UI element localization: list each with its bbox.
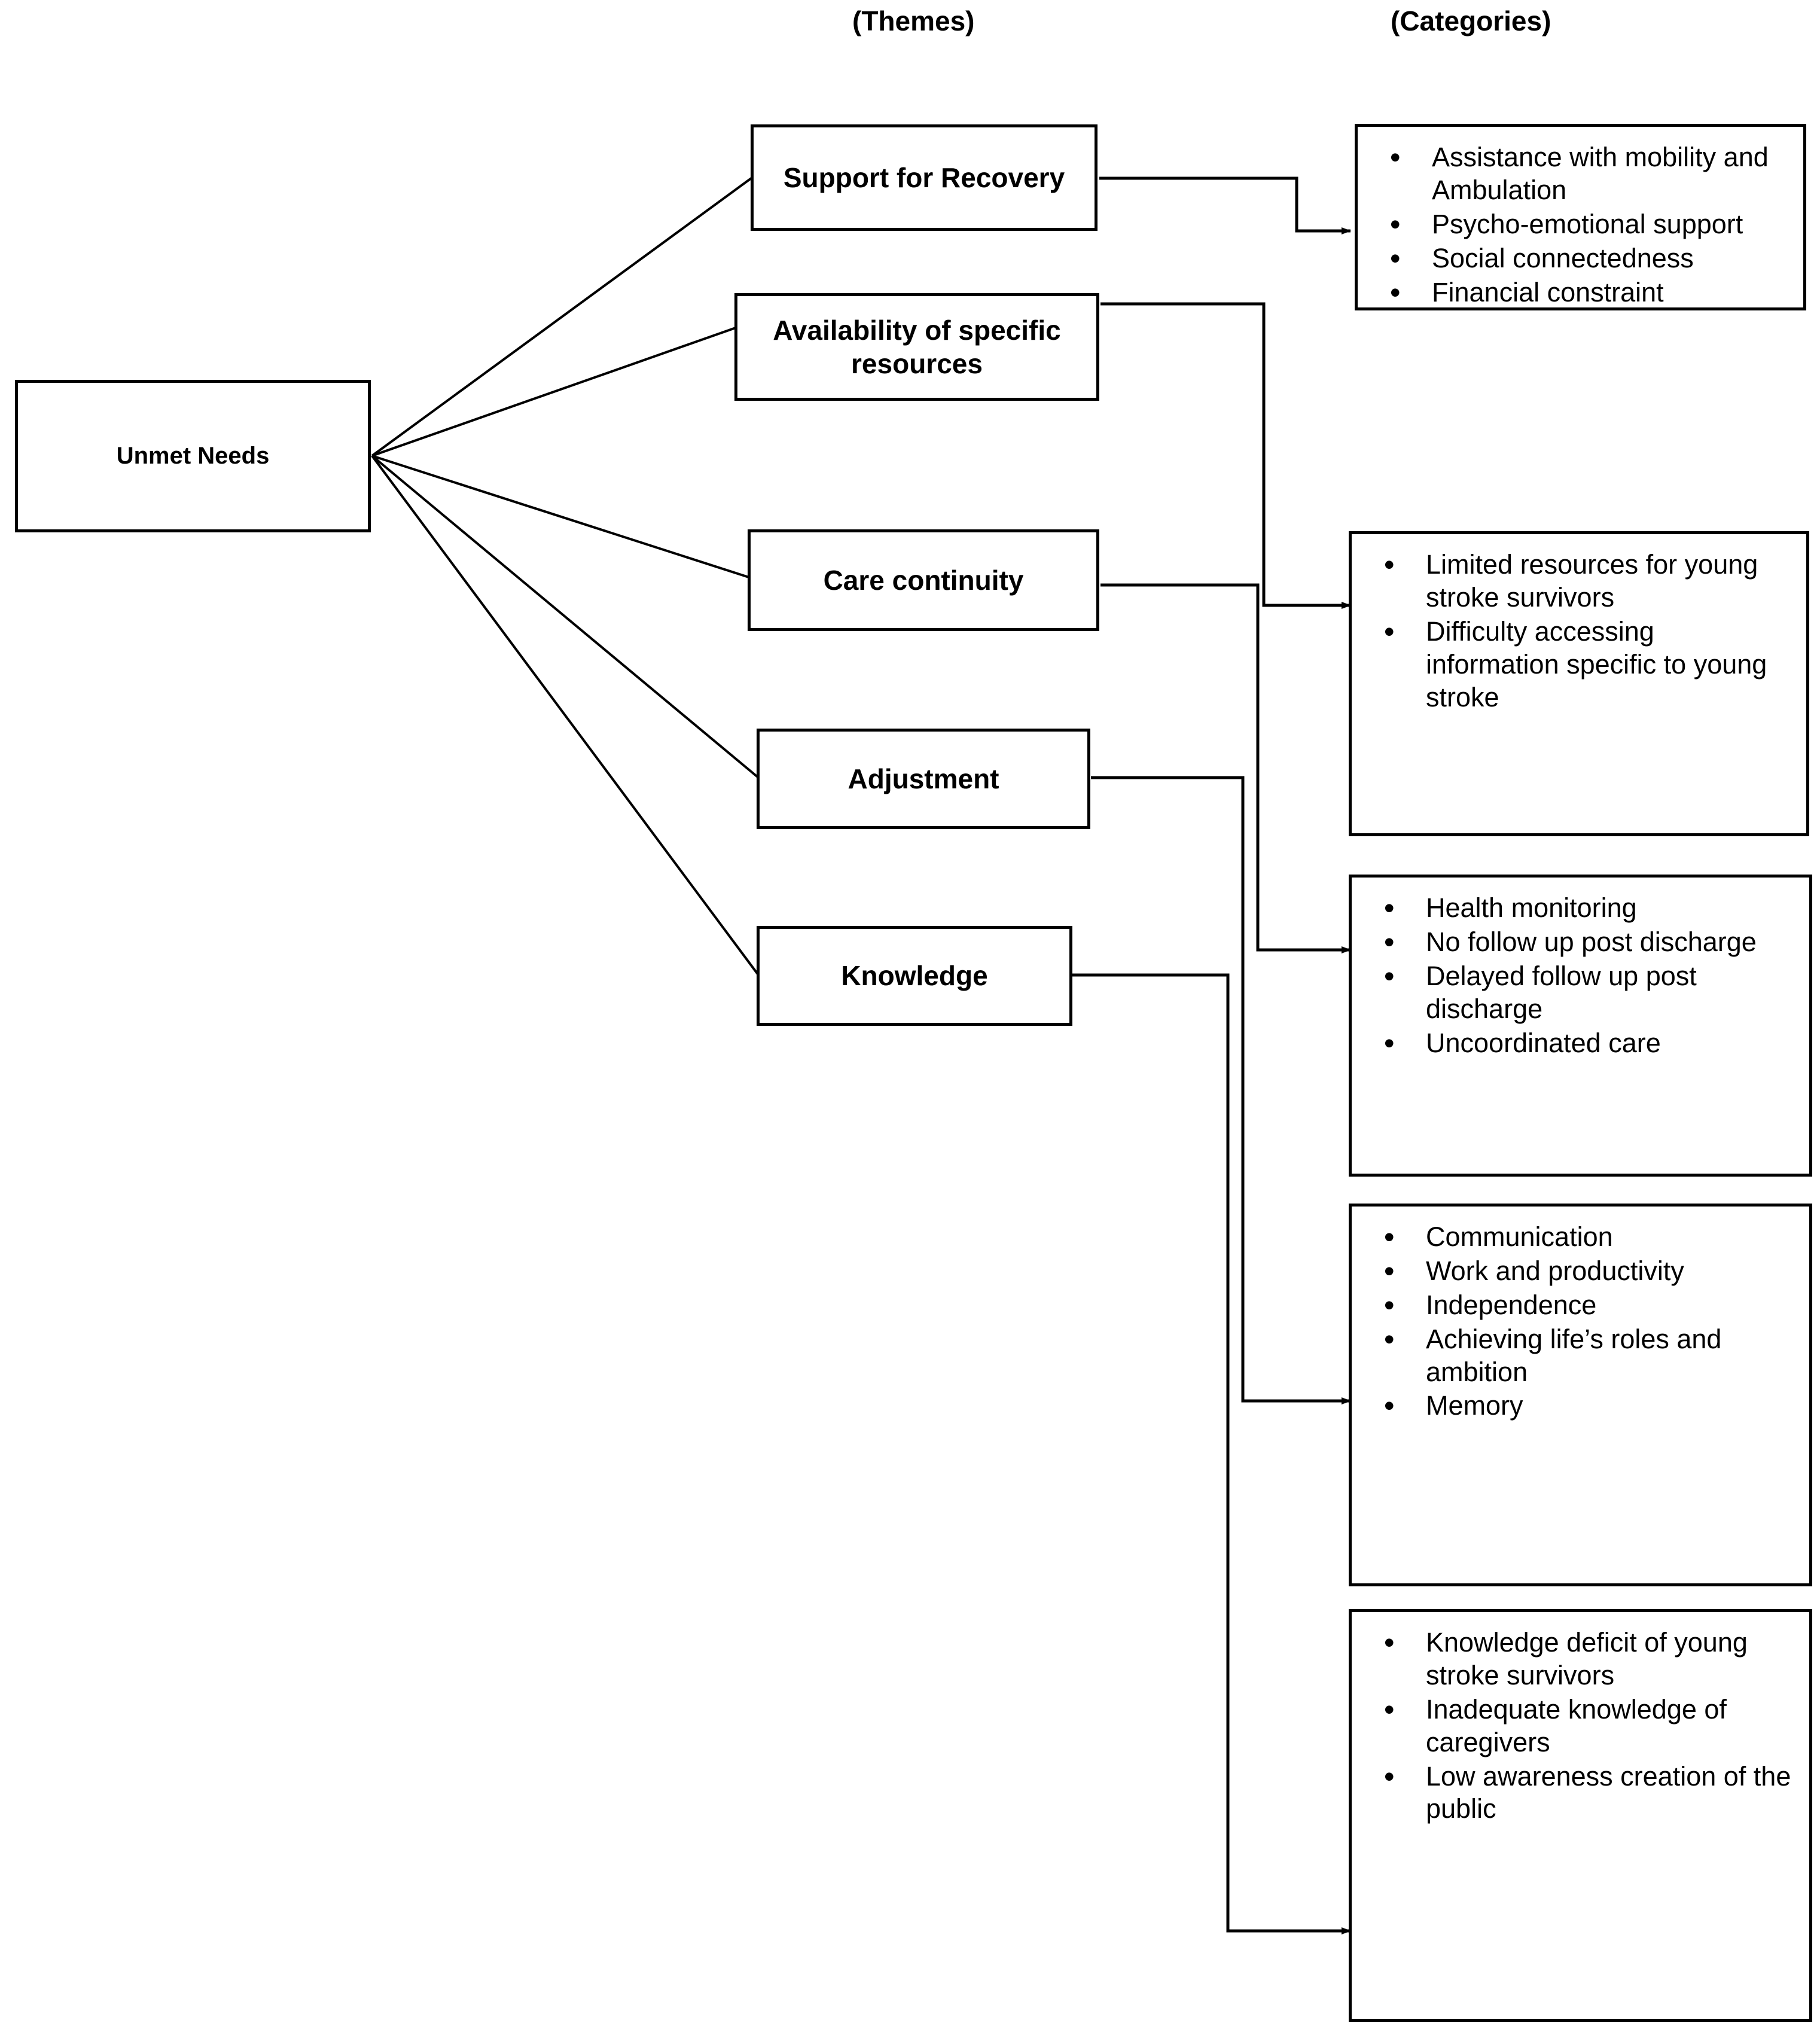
- list-item: Psycho-emotional support: [1385, 206, 1790, 243]
- list-item: Social connectedness: [1385, 240, 1790, 277]
- link-care-continuity: [1100, 583, 1351, 953]
- link-adjustment: [1091, 776, 1351, 1405]
- theme-node-support-for-recovery[interactable]: Support for Recovery: [751, 124, 1098, 231]
- list-item: Limited resources for young stroke survi…: [1379, 547, 1793, 614]
- category-bullet-list: Communication Work and productivity Inde…: [1352, 1207, 1809, 1434]
- category-box-availability-of-specific-resources[interactable]: Limited resources for young stroke survi…: [1349, 531, 1809, 836]
- category-bullet-list: Knowledge deficit of young stroke surviv…: [1352, 1612, 1809, 1838]
- theme-node-care-continuity[interactable]: Care continuity: [748, 529, 1099, 631]
- root-node-label: Unmet Needs: [116, 443, 270, 470]
- column-header-categories: (Categories): [1391, 5, 1551, 36]
- category-box-care-continuity[interactable]: Health monitoring No follow up post disc…: [1349, 875, 1812, 1177]
- category-bullet-list: Assistance with mobility and Ambulation …: [1358, 127, 1803, 321]
- list-item: Uncoordinated care: [1379, 1025, 1796, 1062]
- theme-label: Adjustment: [847, 763, 999, 794]
- column-header-themes: (Themes): [852, 5, 975, 36]
- theme-node-adjustment[interactable]: Adjustment: [757, 729, 1090, 829]
- list-item: Memory: [1379, 1388, 1796, 1424]
- link-knowledge: [1072, 973, 1351, 1934]
- list-item: Inadequate knowledge of caregivers: [1379, 1692, 1796, 1759]
- list-item: Independence: [1379, 1287, 1796, 1324]
- theme-label: Knowledge: [841, 960, 988, 992]
- root-fan-lines: [371, 177, 760, 976]
- list-item: Difficulty accessing information specifi…: [1379, 614, 1793, 714]
- category-box-adjustment[interactable]: Communication Work and productivity Inde…: [1349, 1204, 1812, 1586]
- list-item: Communication: [1379, 1219, 1796, 1256]
- theme-label: Support for Recovery: [783, 162, 1065, 193]
- theme-label: Availability of specific resources: [773, 314, 1061, 379]
- link-availability-of-specific-resources: [1100, 302, 1351, 609]
- theme-label: Care continuity: [823, 564, 1024, 596]
- list-item: Knowledge deficit of young stroke surviv…: [1379, 1625, 1796, 1692]
- root-node-unmet-needs[interactable]: Unmet Needs: [15, 380, 371, 532]
- list-item: Work and productivity: [1379, 1253, 1796, 1290]
- list-item: Delayed follow up post discharge: [1379, 958, 1796, 1026]
- category-box-knowledge[interactable]: Knowledge deficit of young stroke surviv…: [1349, 1609, 1812, 2022]
- category-bullet-list: Health monitoring No follow up post disc…: [1352, 878, 1809, 1071]
- category-bullet-list: Limited resources for young stroke survi…: [1352, 534, 1806, 726]
- list-item: Achieving life’s roles and ambition: [1379, 1321, 1796, 1389]
- category-box-support-for-recovery[interactable]: Assistance with mobility and Ambulation …: [1355, 124, 1806, 310]
- list-item: Health monitoring: [1379, 890, 1796, 927]
- list-item: Assistance with mobility and Ambulation: [1385, 139, 1790, 207]
- link-support-for-recovery: [1099, 176, 1351, 234]
- list-item: Financial constraint: [1385, 275, 1790, 311]
- list-item: Low awareness creation of the public: [1379, 1759, 1796, 1826]
- theme-node-availability-of-specific-resources[interactable]: Availability of specific resources: [734, 293, 1099, 401]
- theme-node-knowledge[interactable]: Knowledge: [757, 926, 1072, 1026]
- list-item: No follow up post discharge: [1379, 924, 1796, 961]
